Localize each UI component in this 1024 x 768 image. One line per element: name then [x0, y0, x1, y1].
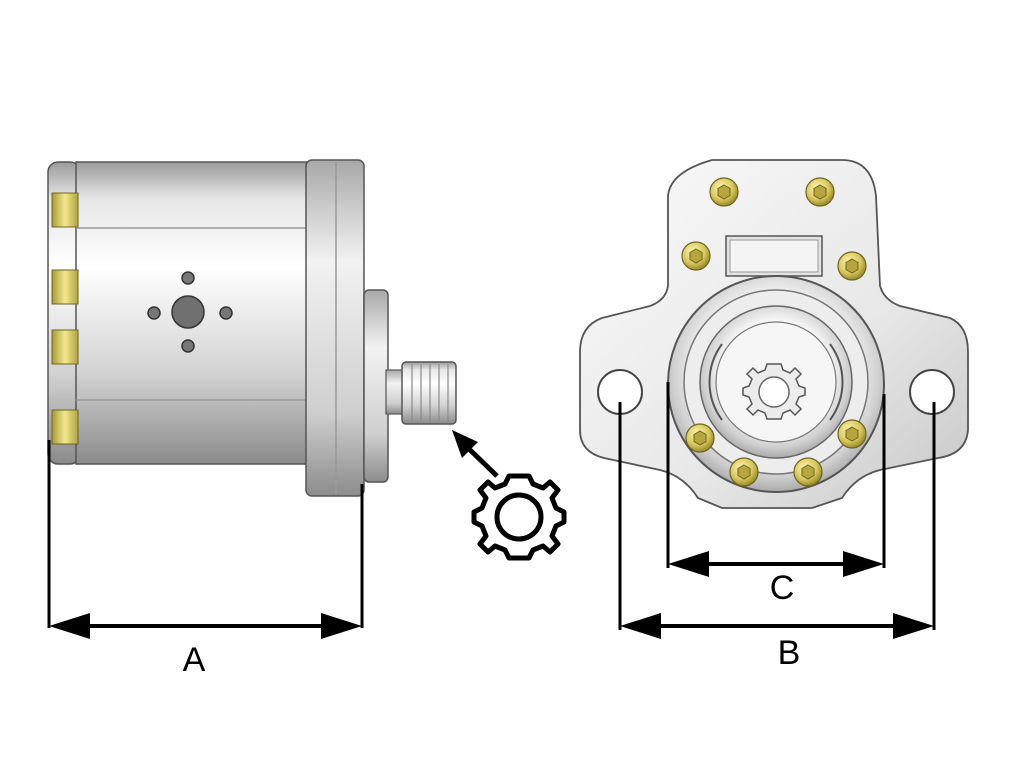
hex-socket-bolt-icon [837, 251, 867, 281]
front-view [579, 159, 969, 509]
splined-shaft [401, 361, 457, 425]
side-view [47, 159, 567, 561]
shaft-spline-end [742, 363, 806, 420]
mounting-hole-right [909, 369, 955, 415]
hex-socket-bolt-icon [729, 457, 759, 487]
hex-socket-bolt-icon [805, 177, 835, 207]
side-bolts [51, 192, 79, 445]
arrow-icon [452, 430, 499, 478]
hex-socket-bolt-icon [709, 177, 739, 207]
dimension-b-label: B [778, 634, 801, 672]
hex-socket-bolt-icon [51, 269, 79, 305]
hex-socket-bolt-icon [51, 192, 79, 228]
dimension-c-label: C [770, 569, 795, 607]
dimension-a-label: A [183, 641, 206, 679]
side-port [147, 271, 233, 353]
dimension-b: B [618, 402, 936, 672]
dimension-c: C [666, 382, 886, 607]
hex-socket-bolt-icon [837, 419, 867, 449]
front-bolts [681, 177, 867, 487]
hex-socket-bolt-icon [51, 329, 79, 365]
spline-gear-icon [471, 473, 567, 561]
hex-socket-bolt-icon [793, 457, 823, 487]
front-flange [305, 159, 365, 497]
pilot [363, 289, 389, 483]
dimension-a: A [47, 440, 364, 679]
hex-socket-bolt-icon [681, 241, 711, 271]
hex-socket-bolt-icon [51, 409, 79, 445]
hex-socket-bolt-icon [685, 423, 715, 453]
